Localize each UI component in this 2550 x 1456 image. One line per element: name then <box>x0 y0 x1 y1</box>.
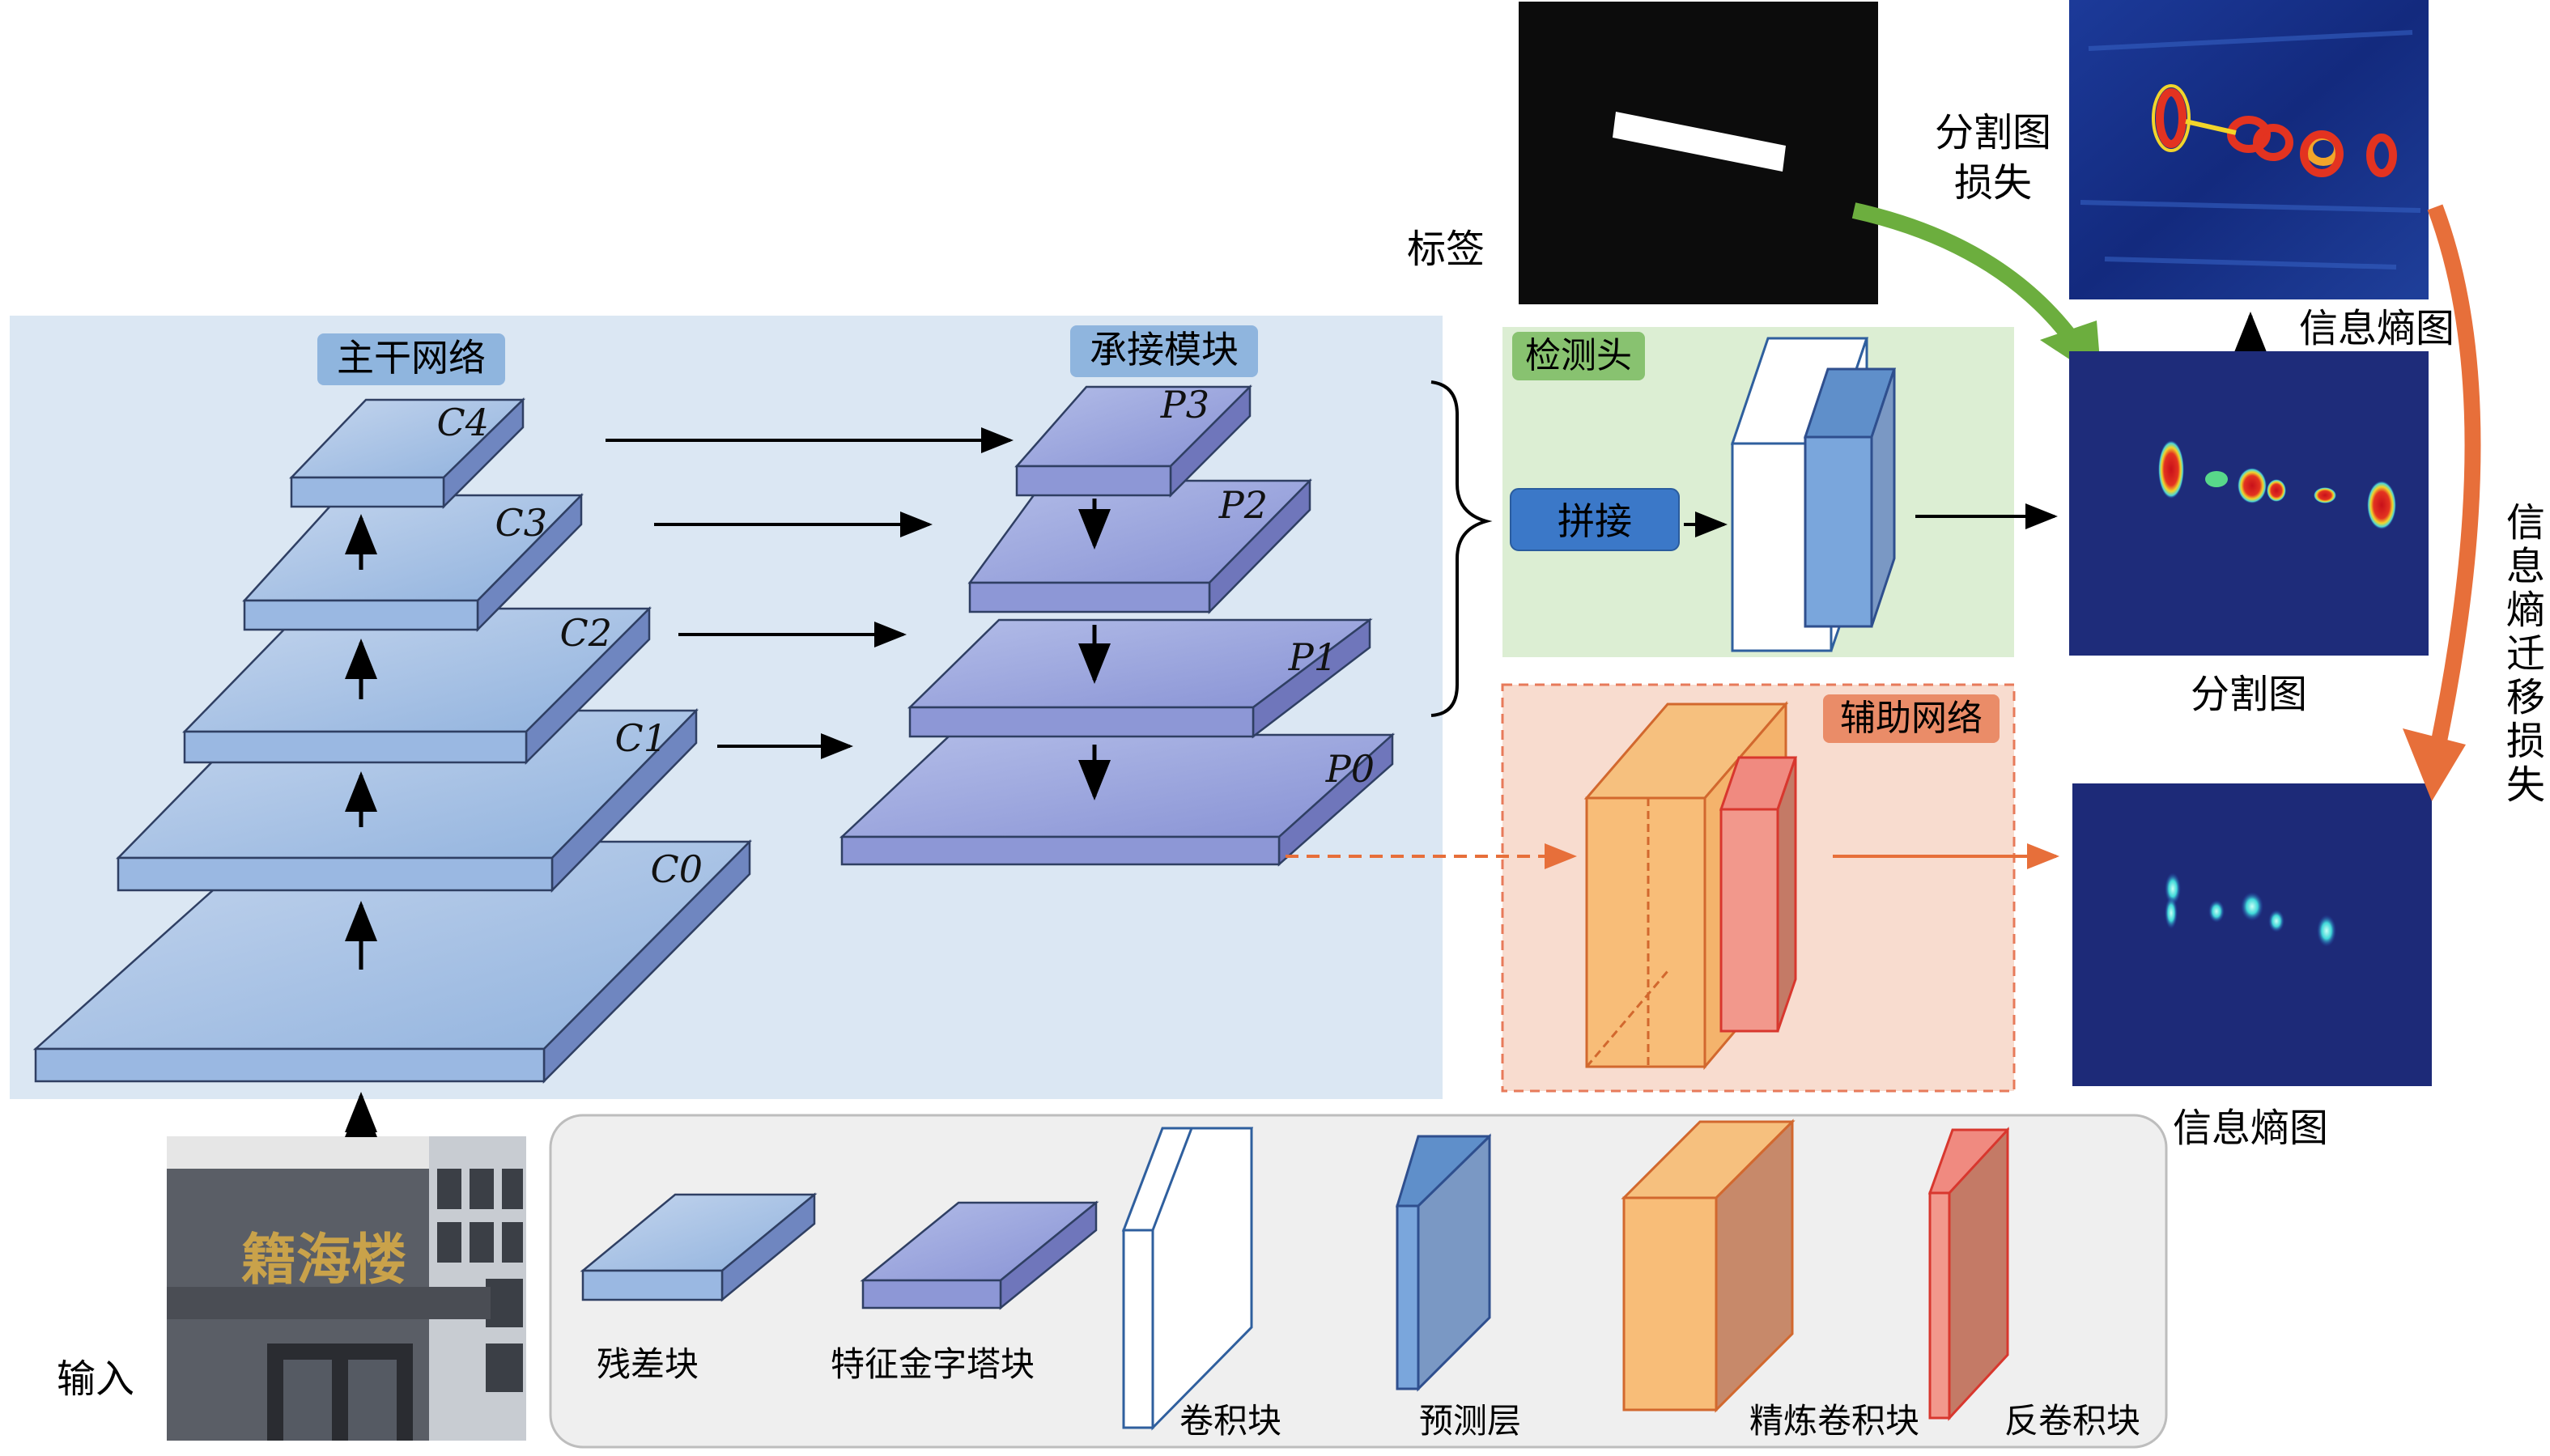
backbone-title: 主干网络 <box>337 336 486 380</box>
entropy-map-top-hotspots <box>2152 84 2397 177</box>
neck-label-p3: P3 <box>1160 383 1209 427</box>
backbone-label-c3: C3 <box>495 501 547 545</box>
entropy-map-bottom <box>2072 783 2432 1086</box>
legend-deconv-block-icon <box>1927 1127 2010 1421</box>
seg-loss-label-line1: 分割图 <box>1935 110 2051 155</box>
detection-head-title: 检测头 <box>1525 335 1632 376</box>
legend-panel <box>549 1114 2168 1449</box>
legend-refine-conv-block-icon <box>1621 1119 1796 1413</box>
neck-slab-p3 <box>1014 384 1253 499</box>
legend-label-refine: 精炼卷积块 <box>1749 1401 1919 1441</box>
neck-slab-p0 <box>839 732 1396 867</box>
backbone-slab-c0 <box>32 838 753 1085</box>
entropy-transfer-char-6: 损 <box>2506 719 2545 764</box>
backbone-slab-c4 <box>289 397 526 510</box>
detection-head-title-bg <box>1512 332 1645 380</box>
segmentation-map-label: 分割图 <box>2191 672 2307 717</box>
seg-loss-arrow <box>1851 202 2079 346</box>
entropy-transfer-char-4: 迁 <box>2506 631 2545 677</box>
entropy-map-bottom-spots <box>2165 872 2336 947</box>
entropy-transfer-arrowhead <box>2403 728 2466 801</box>
entropy-transfer-arrow <box>2427 204 2481 755</box>
entropy-transfer-char-1: 信 <box>2506 500 2545 545</box>
neck-label-p2: P2 <box>1218 483 1268 527</box>
entropy-transfer-char-5: 移 <box>2506 675 2545 720</box>
entropy-transfer-char-3: 熵 <box>2506 588 2545 633</box>
entropy-map-top-streaks <box>2080 30 2421 270</box>
backbone-label-c2: C2 <box>560 611 612 655</box>
legend-label-prediction: 预测层 <box>1419 1401 1521 1441</box>
entropy-map-bottom-label: 信息熵图 <box>2173 1106 2328 1151</box>
legend-label-deconv: 反卷积块 <box>2004 1401 2140 1441</box>
entropy-transfer-char-7: 失 <box>2506 762 2545 808</box>
legend-label-residual: 残差块 <box>597 1344 699 1384</box>
neck-label-p0: P0 <box>1325 747 1375 791</box>
concat-label: 拼接 <box>1558 499 1632 543</box>
legend-residual-block-icon <box>580 1192 818 1302</box>
entropy-transfer-char-2: 息 <box>2506 544 2545 589</box>
neck-title: 承接模块 <box>1090 328 1239 371</box>
aux-title-bg <box>1823 694 2000 743</box>
label-image-caption: 标签 <box>1407 227 1485 272</box>
entropy-transfer-label: 信 息 熵 迁 移 损 失 <box>2506 500 2545 808</box>
input-sign-text: 籍海楼 <box>241 1229 406 1293</box>
neck-slab-p2 <box>967 478 1312 615</box>
legend-label-fpn: 特征金字塔块 <box>831 1344 1035 1384</box>
input-image: 籍海楼 <box>167 1136 526 1441</box>
feature-brace <box>1430 380 1493 717</box>
seg-loss-label-line2: 损失 <box>1954 160 2032 206</box>
legend-label-conv: 卷积块 <box>1179 1401 1281 1441</box>
backbone-slab-c2 <box>182 605 652 766</box>
backbone-label-c4: C4 <box>437 401 489 444</box>
aux-title: 辅助网络 <box>1840 698 1983 739</box>
label-mask <box>1613 112 1786 172</box>
lateral-arrows <box>606 427 1014 759</box>
input-label: 输入 <box>57 1356 134 1402</box>
neck-slab-p1 <box>907 618 1373 739</box>
aux-deconv-block <box>1719 756 1798 1033</box>
legend-conv-block-icon <box>1121 1127 1254 1431</box>
backbone-title-bg <box>317 333 505 385</box>
legend-prediction-layer-icon <box>1395 1133 1492 1392</box>
backbone-label-c0: C0 <box>651 847 703 891</box>
backbone-slab-c3 <box>242 492 584 633</box>
legend-fpn-block-icon <box>860 1200 1099 1310</box>
concat-button <box>1510 488 1680 551</box>
neck-title-bg <box>1070 325 1258 377</box>
entropy-map-top-label: 信息熵图 <box>2299 306 2454 351</box>
head-prediction-layer <box>1803 367 1897 628</box>
neck-label-p1: P1 <box>1288 635 1337 679</box>
backbone-label-c1: C1 <box>615 716 667 760</box>
segmentation-map-hotspots <box>2158 440 2396 529</box>
